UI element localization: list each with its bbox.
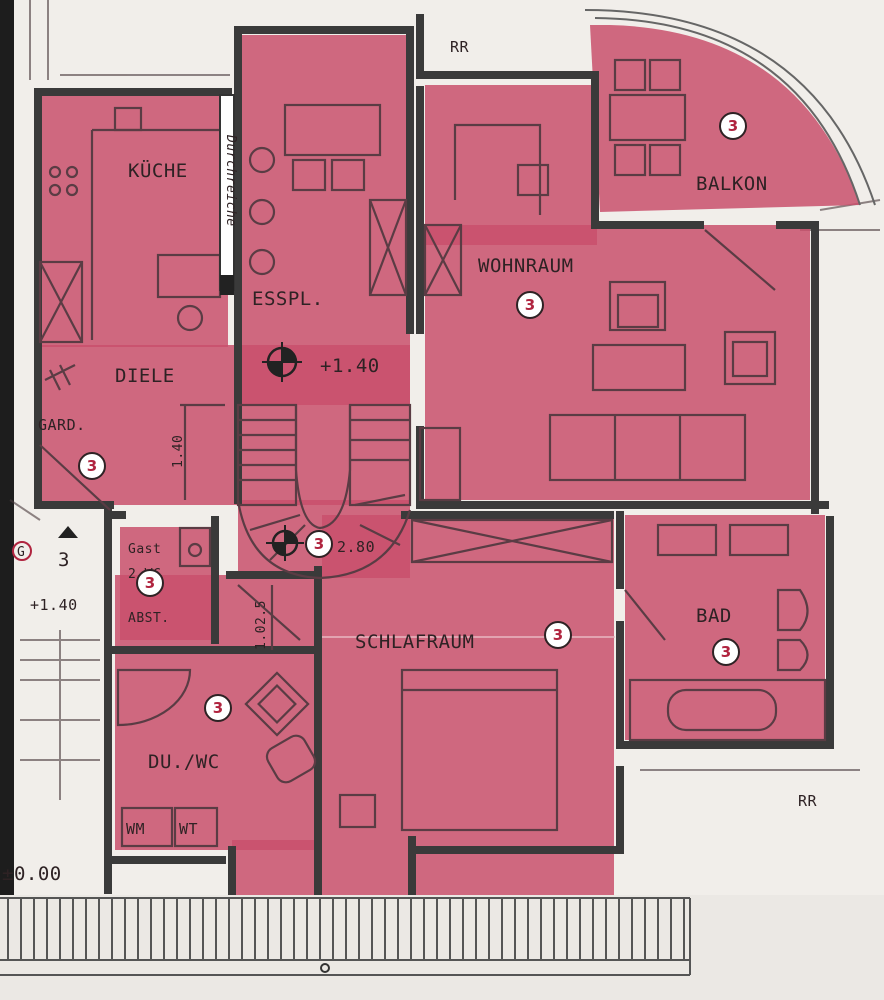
- level-entry-label: +1.40: [30, 596, 78, 614]
- schlafraum-label: SCHLAFRAUM: [355, 631, 474, 653]
- wohnraum-fill-top: [425, 85, 597, 245]
- du-wc-label: DU./WC: [148, 751, 220, 773]
- room-fills: [38, 25, 860, 912]
- schlafraum-fill: [322, 515, 614, 910]
- entrance-number: 3: [58, 549, 70, 571]
- badge-balkon: 3: [719, 112, 747, 140]
- dining-table: [176, 103, 408, 332]
- context-lines: [9, 0, 881, 800]
- durchreiche-label: Durchreiche: [223, 134, 238, 227]
- svg-text:3: 3: [525, 296, 535, 314]
- diele-details: [39, 364, 225, 568]
- rr-bottom-label: RR: [798, 792, 818, 810]
- kitchen-counter: [38, 106, 222, 344]
- dim-140-label: 1.40: [171, 435, 186, 468]
- svg-text:3: 3: [728, 117, 738, 135]
- badge-gast-wc: 3: [136, 569, 164, 597]
- gast-label: Gast: [128, 542, 161, 557]
- dim-1025-label: 1.02.5: [254, 600, 269, 650]
- svg-text:3: 3: [87, 457, 97, 475]
- balkon-label: BALKON: [696, 173, 768, 195]
- svg-text:3: 3: [145, 574, 155, 592]
- staircase: [236, 403, 412, 580]
- level-main-label: +1.40: [320, 355, 380, 377]
- wm-label: WM: [126, 820, 145, 838]
- svg-text:3: 3: [213, 699, 223, 717]
- badge-bad: 3: [712, 638, 740, 666]
- wt-label: WT: [179, 820, 198, 838]
- bad-fixtures: [624, 523, 827, 742]
- schlafraum-furniture: [322, 518, 615, 832]
- badge-wohnraum: 3: [516, 291, 544, 319]
- pass-through-hatch: [219, 94, 235, 295]
- badge-schlafraum: 3: [544, 621, 572, 649]
- badge-gard: 3: [78, 452, 106, 480]
- badge-stair: 3: [305, 530, 333, 558]
- badge-du-wc: 3: [204, 694, 232, 722]
- du-wc-fixtures: [116, 584, 317, 848]
- gard-label: GARD.: [38, 416, 86, 434]
- svg-text:3: 3: [721, 643, 731, 661]
- table-edge: [0, 0, 14, 1000]
- room-badges: 3 3 3 3 3 3 3 3: [78, 112, 747, 722]
- svg-text:3: 3: [314, 535, 324, 553]
- esspl-fill: [238, 35, 410, 405]
- esspl-label: ESSPL.: [252, 288, 324, 310]
- balcony-furniture: [584, 9, 876, 206]
- kueche-fill: [38, 92, 228, 347]
- bottom-balcony-railing: [0, 895, 884, 1000]
- entrance-letter: G: [17, 545, 25, 560]
- railing-bars: [7, 898, 685, 960]
- rr-top-label: RR: [450, 38, 470, 56]
- wohnraum-label: WOHNRAUM: [478, 255, 574, 277]
- abst-label: ABST.: [128, 611, 170, 626]
- bad-label: BAD: [696, 605, 732, 627]
- room-labels: KÜCHE ESSPL. WOHNRAUM BALKON DIELE GARD.…: [38, 159, 768, 838]
- kueche-label: KÜCHE: [128, 159, 188, 182]
- svg-text:3: 3: [553, 626, 563, 644]
- entrance-marker: [12, 526, 78, 561]
- wohnraum-furniture: [418, 123, 777, 502]
- level-ground-label: ±0.00: [2, 863, 62, 885]
- level-markers: [262, 342, 304, 561]
- level-stair-label: 2.80: [337, 538, 375, 556]
- annotation-labels: Durchreiche RR RR +1.40 2.80 +1.40 ±0.00…: [2, 38, 818, 885]
- diele-label: DIELE: [115, 365, 175, 387]
